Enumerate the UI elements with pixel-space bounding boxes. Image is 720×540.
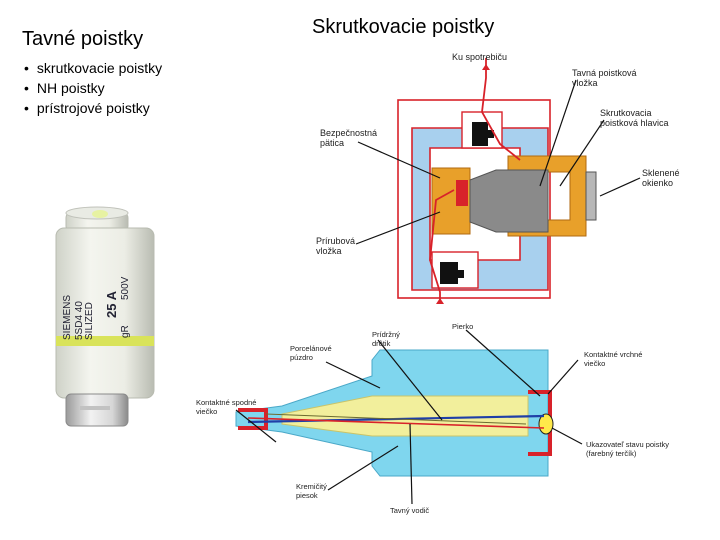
label-fuse-conductor: Tavný vodič <box>390 506 430 515</box>
left-title: Tavné poistky <box>22 28 144 50</box>
safety-base-outline <box>397 99 551 299</box>
fuse-types-list: skrutkovacie poistky NH poistky prístroj… <box>24 58 162 118</box>
current-text: 25 A <box>104 290 119 318</box>
model-text-2: SILIZED <box>84 302 95 340</box>
brand-text: SIEMENS <box>62 295 73 340</box>
list-item: skrutkovacie poistky <box>24 58 162 78</box>
label-spring: Pierko <box>452 322 474 331</box>
right-title: Skrutkovacie poistky <box>312 16 495 38</box>
model-text: 5SD4 40 <box>74 301 85 340</box>
list-item: prístrojové poistky <box>24 98 162 118</box>
voltage-text: 500V <box>120 276 131 300</box>
list-item: NH poistky <box>24 78 162 98</box>
type-text: gR <box>120 325 131 338</box>
fuse-insert <box>469 169 549 233</box>
glass-window <box>585 171 597 221</box>
label-to-consumer: Ku spotrebiču <box>452 52 508 62</box>
label-state-indicator: Ukazovateľ stavu poistky(farebný terčík) <box>586 440 670 458</box>
